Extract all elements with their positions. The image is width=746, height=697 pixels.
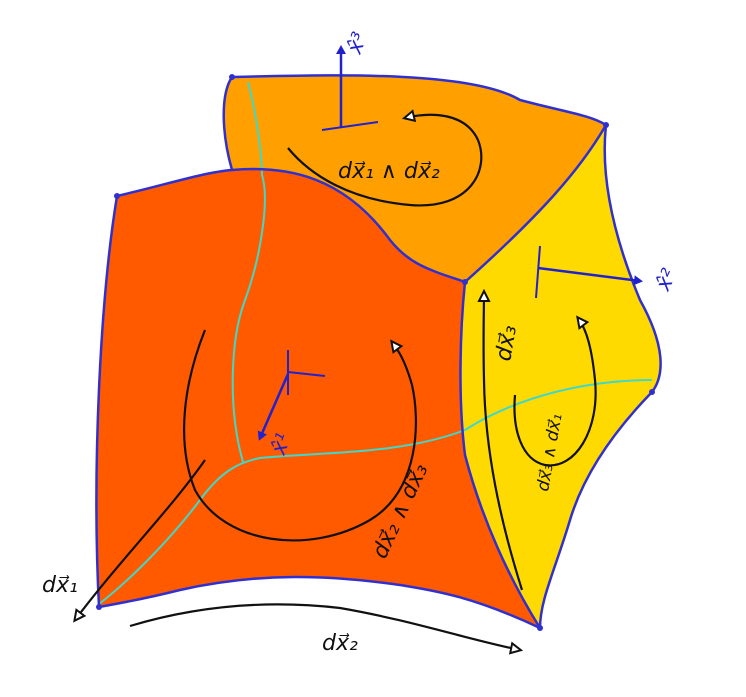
basis-x2-label: x̂² bbox=[650, 265, 681, 295]
dx2-label: dx⃗₂ bbox=[322, 631, 358, 656]
cube-vertices bbox=[96, 74, 655, 631]
cyan-curve-horizontal bbox=[98, 379, 653, 605]
basis-x1-vector bbox=[257, 350, 326, 441]
basis-x3-vector bbox=[321, 45, 379, 131]
top-face bbox=[117, 75, 606, 282]
front-face bbox=[96, 169, 540, 628]
front-circulation-arrow bbox=[182, 329, 417, 542]
dx3-label: dx⃗₃ bbox=[491, 323, 522, 363]
cube-edges bbox=[95, 74, 662, 630]
basis-x3-label: x̂³ bbox=[342, 29, 372, 58]
right-face bbox=[460, 125, 661, 628]
top-circulation-arrow bbox=[287, 109, 483, 207]
basis-x2-vector bbox=[535, 245, 643, 299]
top-form-label: dx⃗₁ ∧ dx⃗₂ bbox=[338, 159, 440, 184]
dx1-edge-arrow bbox=[73, 459, 206, 623]
cyan-curve-vertical bbox=[231, 81, 266, 463]
right-circulation-arrow bbox=[513, 315, 597, 467]
dx1-label: dx⃗₁ bbox=[42, 573, 78, 598]
dx3-edge-arrow bbox=[477, 288, 524, 591]
dx2-edge-arrow bbox=[129, 603, 524, 655]
